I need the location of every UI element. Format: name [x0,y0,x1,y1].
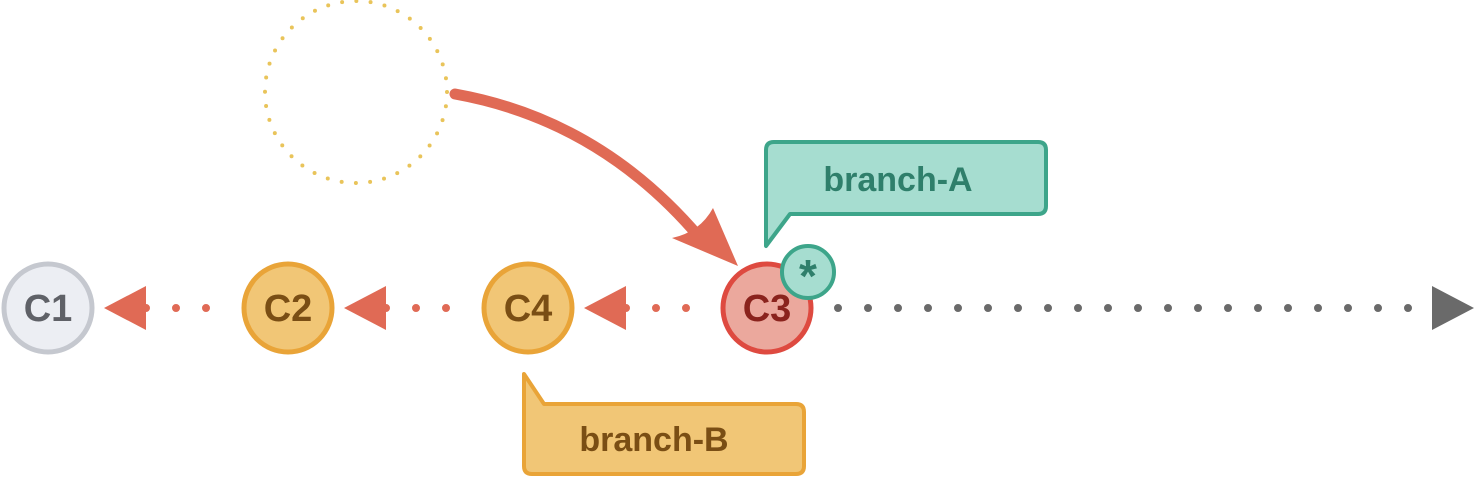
asterisk-icon: * [799,250,817,302]
arrowhead-left-icon [584,286,626,330]
parent-link-c4-to-c2 [344,286,474,330]
commit-node-c2: C2 [241,261,335,355]
branch-callout-shape [764,140,1048,248]
move-arrow [449,88,738,266]
commit-circle [481,261,575,355]
commit-circle [241,261,335,355]
arrowhead-right-icon [1432,286,1474,330]
commit-node-c1: C1 [1,261,95,355]
move-arrow-head [672,208,738,266]
branch-label-a: branch-A [764,140,1048,248]
branch-name: branch-B [579,421,728,459]
commit-label: C2 [264,288,313,330]
head-marker-badge: * [780,244,836,302]
commit-label: C4 [504,288,553,330]
arrowhead-left-icon [344,286,386,330]
commit-circle [1,261,95,355]
branch-name: branch-A [823,161,972,199]
branch-callout-shape [522,372,806,476]
head-marker-circle [780,244,836,300]
ghost-commit-outline [263,0,449,185]
commit-label: C1 [24,288,73,330]
branch-label-b: branch-B [522,372,806,476]
future-timeline [834,286,1474,330]
arrowhead-left-icon [104,286,146,330]
parent-link-c3-to-c4 [584,286,716,330]
parent-link-c2-to-c1 [104,286,234,330]
commit-node-c4: C4 [481,261,575,355]
commit-label: C3 [743,288,792,330]
move-arrow-shaft [449,88,706,244]
